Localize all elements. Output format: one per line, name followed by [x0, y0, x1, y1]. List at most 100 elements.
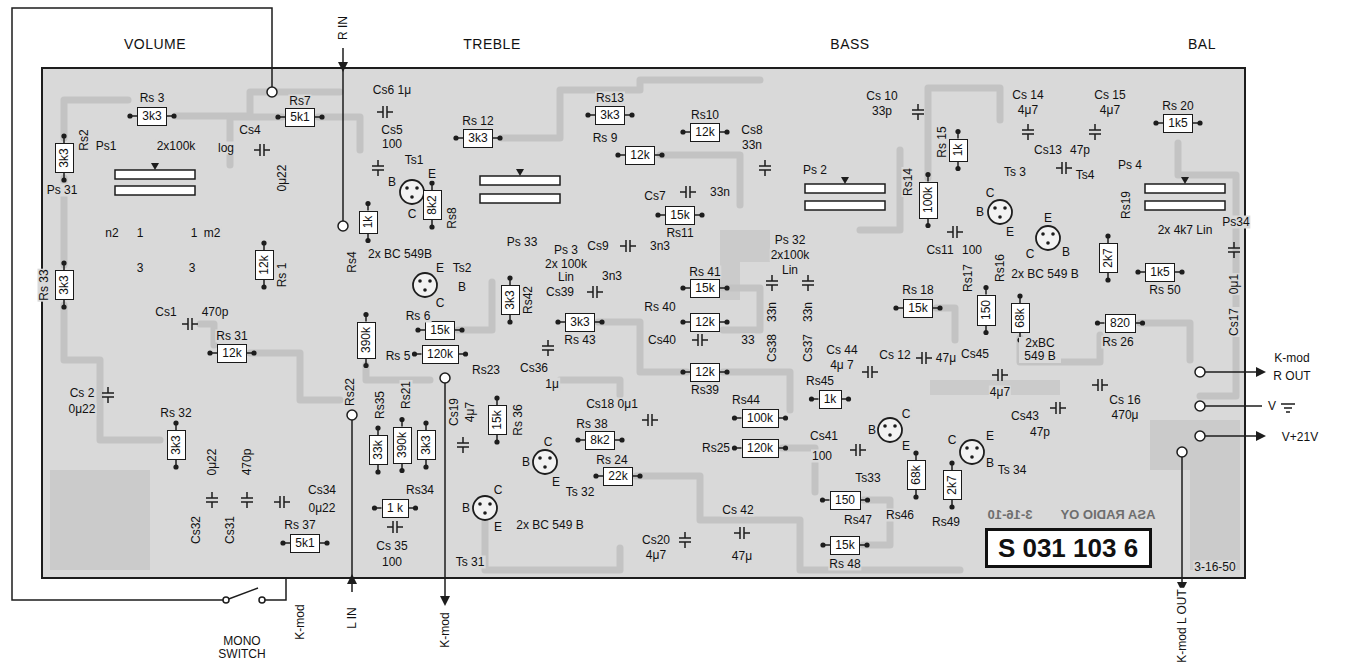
value-stack: 12k — [695, 125, 714, 139]
pcb-path — [1256, 367, 1266, 377]
transistor-symbol — [400, 180, 424, 204]
solder-pad — [783, 445, 788, 450]
part-label: Rs39 — [690, 384, 720, 397]
resistor-value: 3k3 — [142, 109, 161, 123]
part-label: 1μ — [544, 378, 560, 391]
solder-pad — [365, 238, 370, 243]
pcb-path — [1205, 405, 1262, 407]
part-label: C — [493, 484, 504, 497]
transistor-pin — [428, 279, 432, 283]
solder-pad — [937, 305, 942, 310]
pcb-path — [64, 305, 160, 440]
part-label: Cs 14 — [1011, 89, 1044, 102]
value-stack: 100k — [747, 411, 773, 425]
part-label: B — [867, 424, 877, 437]
value-stack: 15k — [695, 281, 714, 295]
part-label: C — [435, 297, 446, 310]
pcb-circle — [347, 410, 357, 420]
part-label: Ts 31 — [455, 556, 486, 569]
solder-pad — [637, 473, 642, 478]
part-label: K-mod — [1273, 352, 1310, 365]
capacitor-symbol — [206, 492, 218, 508]
part-label: log — [217, 142, 235, 155]
solder-pad — [507, 319, 512, 324]
pcb-path — [560, 380, 620, 395]
pcb-path — [1178, 143, 1236, 396]
value-stack: 12k — [630, 148, 649, 162]
resistor-value: 3k3 — [600, 108, 619, 122]
value-stack: 1k — [824, 392, 837, 406]
resistor-value: 8k2 — [590, 433, 609, 447]
part-label: C — [985, 187, 996, 200]
value-stack: 5k1 — [295, 536, 314, 550]
value-stack: 1k5 — [1150, 265, 1169, 279]
pcb-rect — [480, 194, 560, 203]
part-label: 2x100k — [770, 249, 811, 262]
resistor-box: 12k — [625, 146, 655, 165]
resistor-box: 5k1 — [285, 108, 315, 127]
part-label: 2xBC 549 B — [1019, 337, 1061, 363]
part-label: 4μ7 — [989, 386, 1011, 399]
watermark: ASA RADIO OY — [1060, 508, 1157, 521]
part-label: E — [493, 521, 503, 534]
capacitor-symbol — [680, 186, 696, 198]
pcb-path — [936, 308, 955, 340]
resistor-box: 2k7 — [1099, 243, 1118, 273]
section-heading: BAL — [1187, 38, 1217, 51]
pcb-circle — [1195, 431, 1205, 441]
solder-pad — [599, 319, 604, 324]
resistor-box: 2k7 — [943, 470, 962, 500]
pcb-path — [366, 365, 430, 380]
capacitor-symbol — [912, 104, 924, 120]
part-label: B — [521, 456, 531, 469]
pcb-path — [200, 324, 214, 345]
capacitor-symbol — [457, 437, 469, 453]
part-label: Rs 50 — [1148, 284, 1181, 297]
capacitor-symbol — [1228, 242, 1240, 258]
solder-pad — [1197, 120, 1202, 125]
part-label: n2 — [104, 227, 119, 240]
part-label: Cs31 — [224, 515, 237, 545]
solder-pad — [375, 469, 380, 474]
resistor-value: 1k — [824, 392, 837, 406]
solder-pad — [724, 129, 729, 134]
solder-pad — [913, 494, 918, 499]
transistor-pin — [478, 502, 482, 506]
part-label: B — [457, 281, 467, 294]
pcb-path — [1256, 431, 1266, 441]
pcb-rect — [805, 184, 885, 193]
solder-pad — [399, 468, 404, 473]
part-label: Cs 16 — [1108, 394, 1141, 407]
pcb-circle — [1195, 401, 1205, 411]
part-label: E — [427, 168, 437, 181]
value-stack: 8k2 — [590, 433, 609, 447]
solder-pad — [949, 504, 954, 509]
pcb-path — [516, 169, 524, 176]
solder-pad — [949, 460, 954, 465]
pcb-path — [1140, 323, 1190, 360]
resistor-box: 3k3 — [55, 143, 74, 173]
part-label: B — [985, 457, 995, 470]
pcb-circle — [259, 597, 265, 603]
transistor-pin — [888, 433, 892, 437]
part-label: Rs 5 — [385, 350, 412, 363]
resistor-box: 1k5 — [1163, 114, 1193, 133]
part-label: 470p — [241, 448, 254, 477]
copper-traces — [64, 80, 1236, 570]
value-stack: 12k — [695, 365, 714, 379]
solder-pad — [372, 505, 377, 510]
part-label: Cs40 — [647, 334, 677, 347]
resistor-value: 12k — [257, 255, 271, 274]
solder-pad — [680, 285, 685, 290]
resistor-value: 820 — [1110, 316, 1130, 330]
solder-pad — [820, 497, 825, 502]
resistor-value: 1k5 — [1168, 116, 1187, 130]
solder-pad — [207, 350, 212, 355]
part-label: Ps 2 — [802, 164, 828, 177]
solder-pad — [429, 180, 434, 185]
solder-pad — [680, 369, 685, 374]
capacitor-symbol — [587, 286, 603, 298]
pcb-path — [12, 8, 272, 600]
part-label: Ps 31 — [46, 184, 79, 197]
resistor-box: 68k — [1011, 303, 1030, 333]
